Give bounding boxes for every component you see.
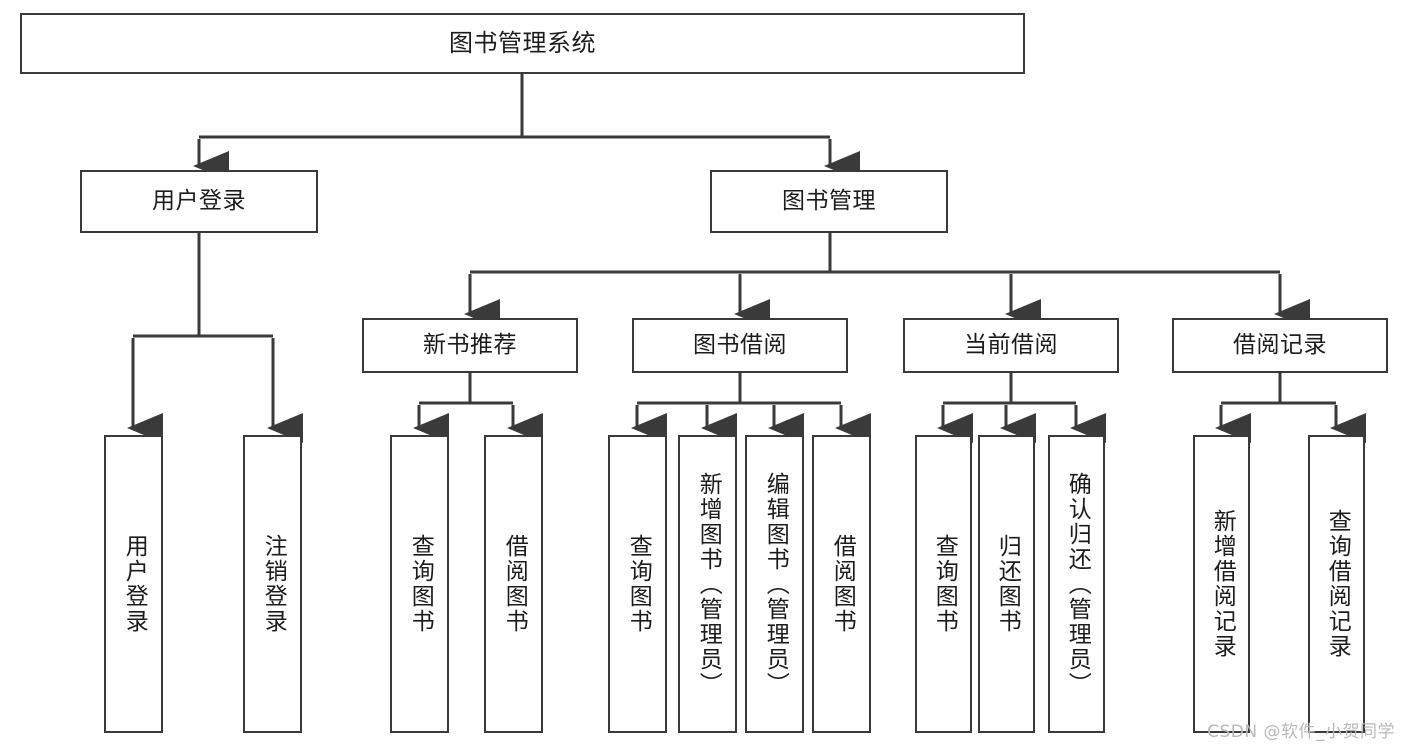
node-book-manage[interactable]: 图书管理: [710, 170, 948, 233]
leaf-node-query-record-label: 查询借阅记录: [1324, 509, 1351, 659]
node-borrow-record-label: 借阅记录: [1233, 331, 1327, 358]
leaf-node-borrow-book-1-label: 借阅图书: [501, 534, 528, 634]
node-book-borrow-label: 图书借阅: [693, 331, 787, 358]
leaf-node-confirm-return[interactable]: 确认归还（管理员）: [1048, 435, 1105, 733]
leaf-node-return-book-label: 归还图书: [994, 534, 1021, 634]
node-borrow-record[interactable]: 借阅记录: [1172, 318, 1388, 373]
node-current-borrow[interactable]: 当前借阅: [903, 318, 1119, 373]
csdn-watermark: CSDN @软件_小贺同学: [1207, 722, 1395, 742]
node-book-borrow[interactable]: 图书借阅: [632, 318, 848, 373]
leaf-node-edit-book[interactable]: 编辑图书（管理员）: [745, 435, 804, 733]
leaf-node-query-book-2-label: 查询图书: [625, 534, 652, 634]
node-new-book-rec[interactable]: 新书推荐: [362, 318, 578, 373]
leaf-node-edit-book-label: 编辑图书（管理员）: [762, 471, 789, 697]
leaf-node-query-book-3-label: 查询图书: [931, 534, 958, 634]
leaf-node-query-book-2[interactable]: 查询图书: [608, 435, 667, 733]
node-book-manage-label: 图书管理: [782, 187, 876, 214]
node-current-borrow-label: 当前借阅: [964, 331, 1058, 358]
node-root-label: 图书管理系统: [449, 29, 596, 58]
leaf-node-query-book-1[interactable]: 查询图书: [390, 435, 449, 733]
leaf-node-logout-label: 注销登录: [260, 534, 287, 634]
node-root[interactable]: 图书管理系统: [20, 13, 1025, 74]
leaf-node-user-login-label: 用户登录: [121, 534, 148, 634]
leaf-node-borrow-book-1[interactable]: 借阅图书: [484, 435, 543, 733]
leaf-node-borrow-book-2-label: 借阅图书: [829, 534, 856, 634]
node-user-login[interactable]: 用户登录: [80, 170, 318, 233]
leaf-node-confirm-return-label: 确认归还（管理员）: [1064, 471, 1091, 697]
leaf-node-logout[interactable]: 注销登录: [243, 435, 302, 733]
leaf-node-borrow-book-2[interactable]: 借阅图书: [812, 435, 871, 733]
leaf-node-add-book[interactable]: 新增图书（管理员）: [678, 435, 737, 733]
leaf-node-query-record[interactable]: 查询借阅记录: [1308, 435, 1365, 733]
leaf-node-add-book-label: 新增图书（管理员）: [695, 471, 722, 697]
leaf-node-user-login[interactable]: 用户登录: [104, 435, 163, 733]
leaf-node-query-book-3[interactable]: 查询图书: [915, 435, 972, 733]
leaf-node-return-book[interactable]: 归还图书: [978, 435, 1035, 733]
leaf-node-query-book-1-label: 查询图书: [407, 534, 434, 634]
node-user-login-label: 用户登录: [152, 187, 246, 214]
leaf-node-add-record-label: 新增借阅记录: [1209, 509, 1236, 659]
leaf-node-add-record[interactable]: 新增借阅记录: [1193, 435, 1250, 733]
node-new-book-rec-label: 新书推荐: [423, 331, 517, 358]
